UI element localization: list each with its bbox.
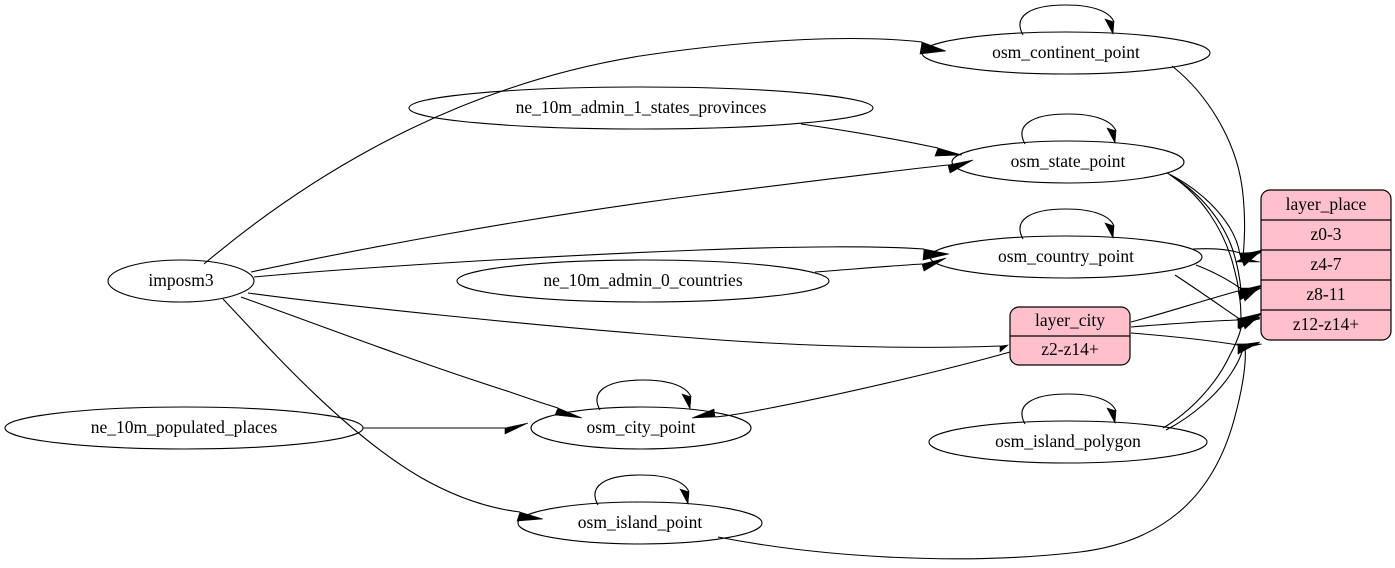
node-osm-island-point-label: osm_island_point: [578, 512, 703, 532]
edge-self-loop-osm-island-point: [594, 474, 690, 506]
layer-city-row-z2-z14[interactable]: z2-z14+: [1041, 339, 1099, 359]
edge-osm-island-point-to-layer-place-z12-z14: [717, 343, 1263, 560]
edge-self-loop-osm-island-polygon: [1021, 393, 1117, 425]
node-osm-state-point[interactable]: osm_state_point: [951, 140, 1185, 184]
edge-osm-island-polygon-to-layer-place-z12-z14: [1165, 343, 1261, 431]
node-osm-island-polygon[interactable]: osm_island_polygon: [928, 420, 1208, 464]
node-ne-populated-label: ne_10m_populated_places: [91, 417, 278, 437]
node-osm-state-point-label: osm_state_point: [1011, 151, 1126, 171]
edge-osm-country-point-to-layer-place-z0-3: [1192, 248, 1263, 263]
edge-osm-island-polygon-to-layer-place-z8-11: [1162, 318, 1261, 429]
edge-self-loop-osm-state-point: [1021, 113, 1117, 145]
node-ne-10m-populated-places[interactable]: ne_10m_populated_places: [4, 406, 364, 450]
layer-place-row-z4-7[interactable]: z4-7: [1310, 254, 1341, 274]
node-osm-continent-point[interactable]: osm_continent_point: [921, 31, 1211, 75]
edge-self-loop-osm-country-point: [1019, 208, 1115, 240]
edge-imposm3-to-osm-island-point: [222, 298, 544, 522]
edge-layer-city-to-layer-place-z4-7: [1130, 287, 1262, 323]
edge-imposm3-to-osm-state-point: [250, 159, 974, 273]
layer-place-row-z12-z14[interactable]: z12-z14+: [1293, 314, 1359, 334]
edge-osm-state-point-to-layer-place-z4-7: [1169, 174, 1264, 302]
node-osm-country-point[interactable]: osm_country_point: [929, 235, 1203, 279]
edge-ne-countries-to-osm-country-point: [814, 257, 947, 273]
node-ne-states-label: ne_10m_admin_1_states_provinces: [516, 97, 767, 117]
node-ne-10m-admin-0-countries[interactable]: ne_10m_admin_0_countries: [456, 259, 830, 303]
edge-self-loop-osm-city-point: [596, 379, 692, 411]
edge-layer-city-to-layer-place-z12-z14: [1130, 332, 1261, 355]
node-layer-place[interactable]: layer_place z0-3 z4-7 z8-11 z12-z14+: [1260, 189, 1392, 341]
layer-city-header: layer_city: [1035, 310, 1105, 330]
node-osm-country-point-label: osm_country_point: [998, 246, 1134, 266]
node-osm-island-polygon-label: osm_island_polygon: [995, 431, 1141, 451]
node-layer-city[interactable]: layer_city z2-z14+: [1009, 306, 1131, 366]
node-osm-city-point[interactable]: osm_city_point: [530, 406, 752, 450]
edge-imposm3-to-layer-city: [247, 292, 1009, 353]
node-osm-island-point[interactable]: osm_island_point: [517, 501, 763, 545]
node-layer: imposm3 ne_10m_admin_1_states_provinces …: [4, 31, 1392, 545]
node-ne-10m-admin-1-states-provinces[interactable]: ne_10m_admin_1_states_provinces: [408, 86, 874, 130]
layer-place-header: layer_place: [1286, 194, 1367, 214]
edge-osm-continent-point-to-layer-place-z0-3: [1171, 65, 1261, 263]
layer-place-row-z8-11[interactable]: z8-11: [1306, 284, 1345, 304]
edge-imposm3-to-osm-continent-point: [203, 37, 947, 265]
edge-imposm3-to-osm-city-point: [240, 296, 583, 419]
node-ne-countries-label: ne_10m_admin_0_countries: [543, 270, 742, 290]
edge-ne-populated-to-osm-city-point: [363, 422, 529, 435]
edge-osm-state-point-to-layer-place-z0-3: [1166, 172, 1263, 267]
node-imposm3-label: imposm3: [148, 270, 213, 290]
node-osm-city-point-label: osm_city_point: [587, 417, 696, 437]
node-osm-continent-point-label: osm_continent_point: [992, 42, 1140, 62]
edge-self-loop-osm-continent-point: [1019, 4, 1115, 36]
edge-ne-states-to-osm-state-point: [800, 123, 963, 157]
edge-layer-city-to-osm-city-point: [691, 351, 1011, 419]
layer-place-row-z0-3[interactable]: z0-3: [1310, 224, 1341, 244]
node-imposm3[interactable]: imposm3: [107, 259, 255, 303]
